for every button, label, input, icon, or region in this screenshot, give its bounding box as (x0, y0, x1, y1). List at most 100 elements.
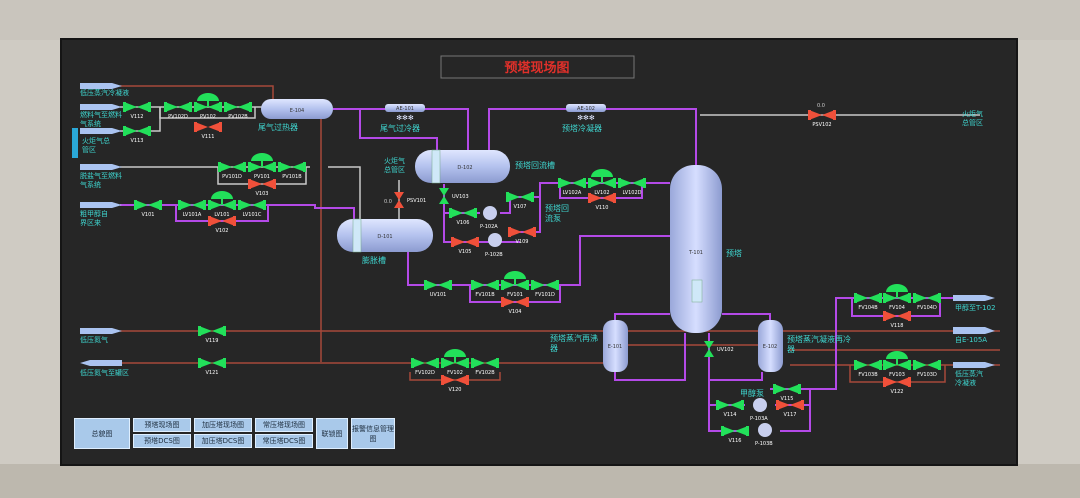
cooler-e102[interactable]: E-102 预塔蒸汽凝液再冷器 (758, 320, 853, 372)
valve-lv102a[interactable]: LV102A (558, 178, 586, 196)
valve-v103[interactable]: V103 (248, 179, 276, 197)
nav-interlock[interactable]: 联锁图 (316, 418, 348, 449)
nav-overview[interactable]: 总貌图 (74, 418, 130, 449)
valve-icon (632, 178, 645, 188)
pump-p102[interactable]: P-102A P-102B 预塔回流泵 (480, 204, 571, 258)
vessel-e104[interactable]: E-104 尾气过热器 (258, 99, 333, 132)
valve-flange (164, 102, 167, 112)
reboiler-e101[interactable]: E-101 预塔蒸汽再沸器 (550, 320, 628, 372)
valve-v109[interactable]: V109 (508, 227, 536, 245)
valve-lv101a[interactable]: LV101A (178, 200, 206, 218)
valve-icon (279, 162, 292, 172)
valve-fv103b[interactable]: FV103B (854, 360, 882, 378)
valve-lv102[interactable]: LV102 (588, 169, 616, 196)
valve-tag: FV103D (917, 372, 937, 378)
valve-fv104b[interactable]: FV104B (854, 293, 882, 311)
vessel-label: 预塔蒸汽凝液再冷器 (787, 335, 851, 354)
valve-flange (913, 293, 916, 303)
valve-icon (730, 400, 743, 410)
valve-uv102[interactable]: UV102 (704, 341, 734, 357)
nav-atm-dcs[interactable]: 常压塔DCS图 (255, 434, 313, 448)
pump-label: 预塔回流泵 (545, 204, 569, 223)
valve-icon (394, 192, 404, 208)
valve-fv104d[interactable]: FV104D (913, 293, 941, 311)
valve-v116[interactable]: V116 (721, 426, 749, 444)
pump-label: 甲醇泵 (740, 388, 764, 398)
tower-t101[interactable]: T-101 预塔 (670, 165, 742, 333)
valve-icon (589, 178, 602, 188)
wall-bottom (0, 464, 1080, 498)
cooler-ae101[interactable]: AE-101 ✻✻✻ 尾气过冷器 (380, 104, 425, 133)
valve-v106[interactable]: V106 (449, 208, 477, 226)
valve-v114[interactable]: V114 (716, 400, 744, 418)
nav-alarm[interactable]: 报警信息管理图 (351, 418, 395, 449)
valve-fv102b[interactable]: FV102B (471, 358, 499, 376)
valve-fv101b[interactable]: FV101B (471, 280, 499, 298)
valve-fv101d[interactable]: FV101D (531, 280, 559, 298)
pump-icon[interactable] (753, 398, 767, 412)
valve-fv102d[interactable]: FV102D (411, 358, 439, 376)
valve-icon (520, 192, 533, 202)
nav-pre-dcs[interactable]: 预塔DCS图 (133, 434, 191, 448)
vessel-d102[interactable]: D-102 预塔回流槽 (415, 149, 555, 184)
valve-icon (212, 326, 225, 336)
valve-pv101d[interactable]: PV101D (218, 162, 246, 180)
nav-press-field[interactable]: 加压塔现场图 (194, 418, 252, 432)
valve-v111[interactable]: V111 (194, 122, 222, 140)
valve-flange (189, 102, 192, 112)
valve-pv101[interactable]: PV101 (248, 153, 276, 180)
valve-lv101c[interactable]: LV101C (238, 200, 266, 218)
valve-fv101[interactable]: FV101 (501, 271, 529, 298)
valve-fv103d[interactable]: FV103D (913, 360, 941, 378)
valve-fv103[interactable]: FV103 (883, 351, 911, 378)
nav-atm-field[interactable]: 常压塔现场图 (255, 418, 313, 432)
valve-lv101[interactable]: LV101 (208, 191, 236, 218)
valve-v122[interactable]: V122 (883, 377, 911, 395)
valve-pv101b[interactable]: PV101B (278, 162, 306, 180)
valve-fv102[interactable]: FV102 (441, 349, 469, 376)
actuator-icon (886, 284, 908, 292)
valve-tag: FV103B (858, 372, 878, 378)
valve-v120[interactable]: V120 (441, 375, 469, 393)
valve-v118[interactable]: V118 (883, 311, 911, 329)
valve-uv103[interactable]: UV103 (439, 188, 469, 204)
valve-v112[interactable]: V112 (123, 102, 151, 120)
valve-v104[interactable]: V104 (501, 297, 529, 315)
pump-icon[interactable] (483, 206, 497, 220)
vessel-tag: D-101 (377, 234, 392, 240)
vessel-d101[interactable]: D-101 膨胀槽 (337, 218, 433, 265)
valve-fv104[interactable]: FV104 (883, 284, 911, 311)
pump-icon[interactable] (758, 423, 772, 437)
cooler-ae102[interactable]: AE-102 ✻✻✻ 预塔冷凝器 (562, 104, 606, 133)
valve-v119[interactable]: V119 (198, 326, 226, 344)
valve-v117[interactable]: V117 (776, 400, 804, 418)
valve-pv102d[interactable]: PV102D (164, 102, 192, 120)
valve-v121[interactable]: V121 (198, 358, 226, 376)
valve-v110[interactable]: V110 (588, 193, 616, 211)
pump-tag: P-103B (755, 441, 773, 447)
valve-v102[interactable]: V102 (208, 216, 236, 234)
valve-flange (194, 122, 197, 132)
pump-icon[interactable] (488, 233, 502, 247)
valve-flange (208, 200, 211, 210)
valve-v115[interactable]: V115 (773, 384, 801, 402)
valve-lv102d[interactable]: LV102D (618, 178, 646, 196)
valve-v101[interactable]: V101 (134, 200, 162, 218)
valve-pv102[interactable]: PV102 (194, 93, 222, 120)
valve-icon (897, 311, 910, 321)
valve-icon (532, 280, 545, 290)
pump-p103[interactable]: P-103A P-103B (750, 398, 773, 447)
valve-icon (178, 102, 191, 112)
nav-press-dcs[interactable]: 加压塔DCS图 (194, 434, 252, 448)
valve-uv101[interactable]: UV101 (424, 280, 452, 298)
valve-psv101[interactable]: PSV101 (394, 192, 426, 208)
valve-psv102[interactable]: PSV102 (808, 110, 836, 128)
valve-v105[interactable]: V105 (451, 237, 479, 255)
valve-v107[interactable]: V107 (506, 192, 534, 210)
nav-pre-field[interactable]: 预塔现场图 (133, 418, 191, 432)
valve-icon (195, 102, 208, 112)
vessel-label: 预塔回流槽 (515, 160, 555, 170)
valve-pv102b[interactable]: PV102B (224, 102, 252, 120)
valve-icon (619, 178, 632, 188)
valve-v113[interactable]: V113 (123, 126, 151, 144)
